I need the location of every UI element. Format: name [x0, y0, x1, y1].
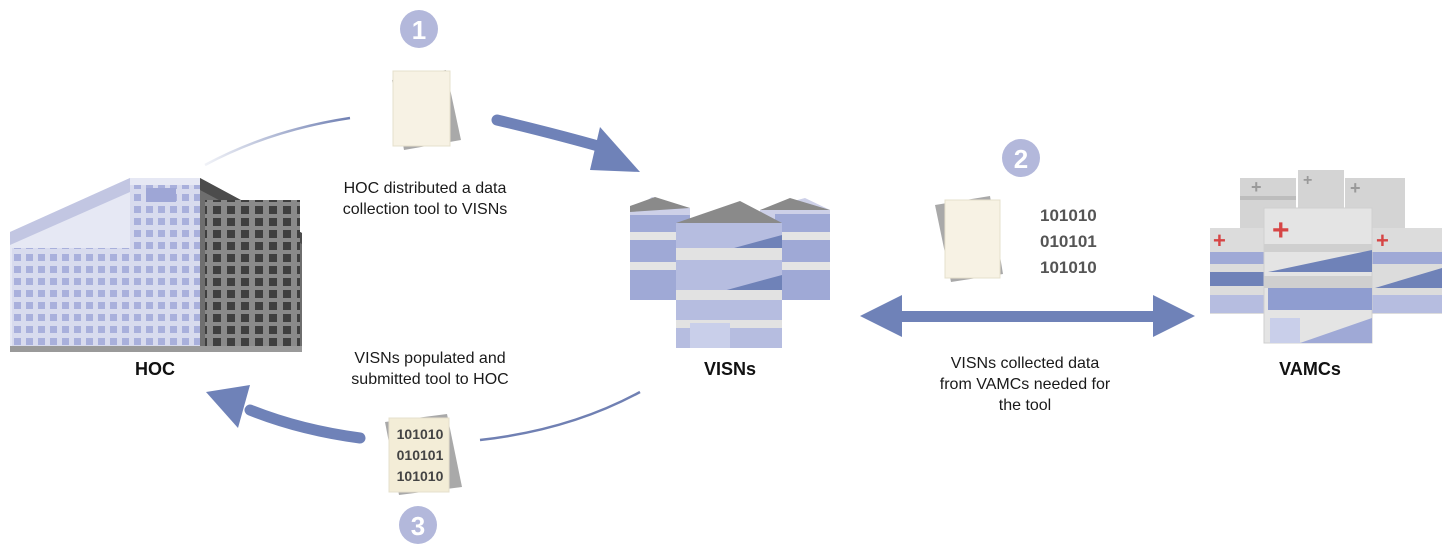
svg-text:+: +: [1303, 172, 1312, 189]
visns-label: VISNs: [703, 359, 757, 379]
svg-text:+: +: [1350, 178, 1361, 198]
step3-caption-line1: VISNs populated and: [354, 350, 506, 367]
svg-text:+: +: [1376, 228, 1389, 253]
binary-bottom-line3: 101010: [396, 468, 444, 484]
step2-badge: 2: [1002, 139, 1040, 177]
step3-arrow: [244, 404, 366, 444]
binary-right-line1: 101010: [1040, 206, 1097, 225]
binary-right-line2: 010101: [1040, 232, 1097, 251]
vamcs-building-icon: + + + + + +: [1210, 170, 1442, 344]
svg-text:3: 3: [411, 511, 425, 541]
hoc-building-icon: [10, 178, 302, 352]
step3-arrowhead: [206, 385, 250, 428]
binary-code-right: 101010 010101 101010: [1040, 203, 1120, 281]
step2-double-arrow: [860, 295, 1195, 337]
svg-text:1: 1: [412, 15, 426, 45]
binary-right-line3: 101010: [1040, 258, 1097, 277]
svg-text:+: +: [1213, 228, 1226, 253]
step3-caption-line2: submitted tool to HOC: [351, 371, 509, 388]
svg-text:+: +: [1272, 214, 1290, 247]
arc-hoc-top: [204, 116, 351, 167]
step1-caption-line1: HOC distributed a data: [343, 180, 507, 197]
step1-caption-line2: collection tool to VISNs: [342, 201, 508, 218]
step2-caption: VISNs collected data from VAMCs needed f…: [900, 353, 1150, 416]
step2-caption-line2: from VAMCs needed for: [939, 376, 1111, 393]
step2-caption-line3: the tool: [998, 397, 1052, 414]
hoc-label: HOC: [135, 359, 175, 379]
step1-badge: 1: [400, 10, 438, 48]
step3-badge: 3: [399, 506, 437, 544]
svg-text:+: +: [1251, 177, 1262, 197]
arc-visns-bottom: [479, 390, 641, 442]
visns-building-icon: [630, 197, 830, 348]
step1-caption: HOC distributed a data collection tool t…: [300, 178, 550, 220]
step3-caption: VISNs populated and submitted tool to HO…: [305, 348, 555, 390]
svg-text:2: 2: [1014, 144, 1028, 174]
vamcs-label: VAMCs: [1279, 359, 1341, 379]
binary-bottom-line1: 101010: [396, 426, 444, 442]
document-icon-step2: [935, 196, 1003, 282]
step1-arrow: [491, 114, 618, 156]
document-icon-step1: [392, 70, 461, 150]
binary-bottom-line2: 010101: [396, 447, 444, 463]
document-icon-step3: [385, 414, 462, 495]
binary-code-bottom: 101010 010101 101010: [391, 424, 449, 487]
step2-caption-line1: VISNs collected data: [950, 355, 1100, 372]
step1-arrowhead: [590, 127, 640, 172]
